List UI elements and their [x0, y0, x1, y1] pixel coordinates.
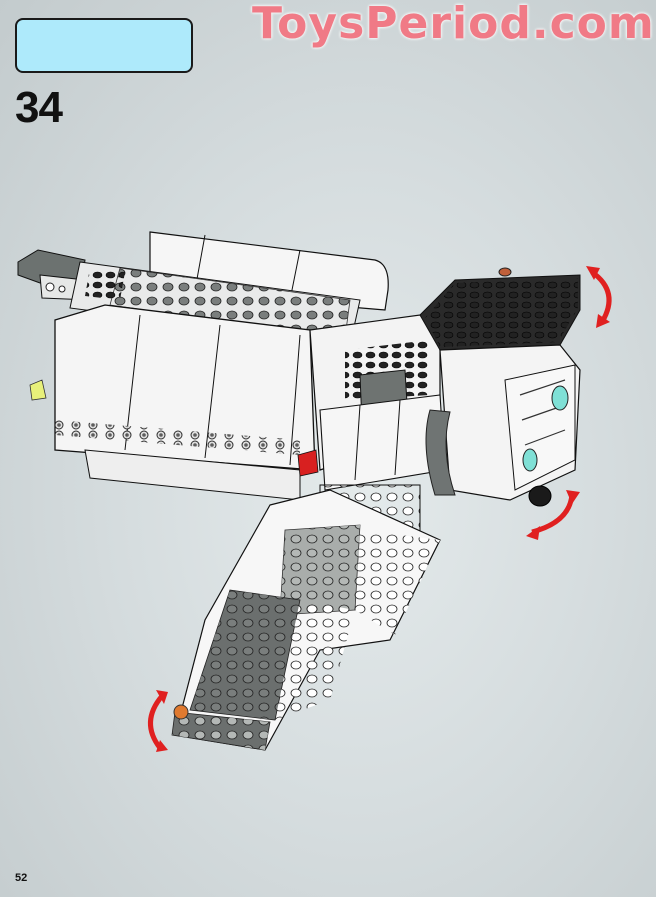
rotation-arrow-lower-left	[148, 690, 168, 752]
step-number: 34	[15, 83, 63, 132]
page-number: 52	[15, 872, 28, 884]
track-module	[425, 344, 581, 507]
rotation-arrow-upper-right	[586, 266, 612, 328]
rotation-arrow-lower-right	[526, 490, 580, 540]
watermark: ToysPeriod.com	[252, 0, 655, 49]
parts-callout-box	[15, 18, 193, 73]
ramp	[171, 484, 441, 751]
main-hull	[29, 304, 316, 501]
greeble-strip	[69, 261, 361, 346]
center-section	[297, 314, 446, 491]
black-plate-module	[419, 267, 581, 351]
